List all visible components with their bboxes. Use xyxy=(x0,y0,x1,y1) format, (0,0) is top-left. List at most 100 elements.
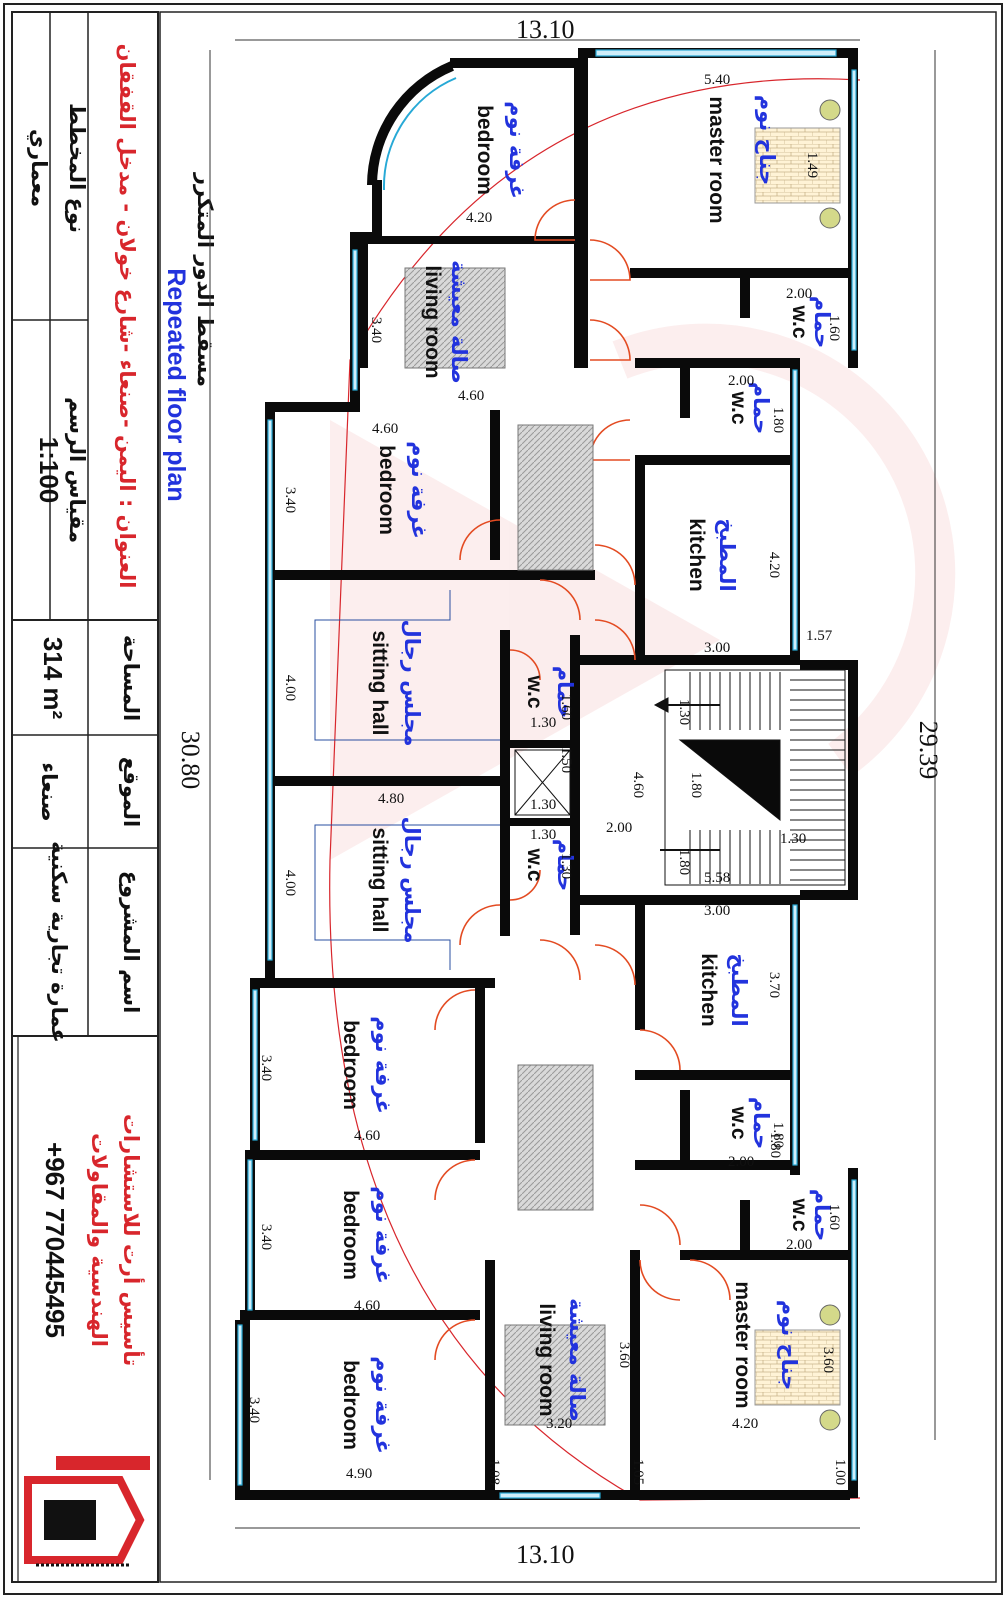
dim-label: 2.00 xyxy=(728,1154,754,1170)
dim-label: 1.30 xyxy=(558,853,574,879)
dimension-labels: 5.40 4.20 2.00 1.60 2.00 1.80 3.40 4.60 4.60 3.40… xyxy=(246,72,848,1485)
dim-label: 5.58 xyxy=(704,870,730,886)
room-10-ar: مجلس رجال xyxy=(400,816,424,943)
room-13-en: w.c xyxy=(727,1105,750,1139)
room-1-ar: غرفة نوم xyxy=(505,101,529,199)
room-6-en: kitchen xyxy=(685,518,708,592)
project-value: عمارة تجارية سكنية xyxy=(47,841,71,1043)
dim-label: 3.40 xyxy=(246,1397,262,1423)
room-0-en: master room xyxy=(705,96,728,223)
dim-label: 3.60 xyxy=(616,1342,632,1368)
dim-label: 4.60 xyxy=(458,388,484,404)
room-labels: جناح نوم master room غرفة نوم bedroom حم… xyxy=(339,95,834,1454)
floor-plan xyxy=(235,48,858,1500)
dim-label: 4.90 xyxy=(346,1466,372,1482)
dim-length-left: 30.80 xyxy=(176,731,205,790)
room-4-ar: حمام xyxy=(749,382,773,435)
interior-walls xyxy=(250,58,850,1490)
dim-label: 1.00 xyxy=(832,1459,848,1485)
location-value: صنعاء xyxy=(37,762,61,821)
dim-label: 1.60 xyxy=(558,694,574,720)
room-16-ar: جناح نوم xyxy=(777,1300,801,1390)
room-1-en: bedroom xyxy=(473,105,496,195)
room-15-en: bedroom xyxy=(339,1190,362,1280)
dim-label: 2.00 xyxy=(728,373,754,389)
dim-label: 1.30 xyxy=(780,831,806,847)
room-2-ar: حمام xyxy=(810,296,834,349)
curved-bay-glass xyxy=(382,77,457,191)
dim-label: 3.40 xyxy=(368,317,384,343)
dim-label: 1.30 xyxy=(676,699,692,725)
room-3-en: living room xyxy=(421,265,444,378)
dim-label: 2.00 xyxy=(786,286,812,302)
drawing-title-en: Repeated floor plan xyxy=(162,268,190,501)
dim-label: 3.00 xyxy=(704,640,730,656)
dim-label: 3.40 xyxy=(258,1224,274,1250)
dim-label: 1.80 xyxy=(688,772,704,798)
room-17-en: living room xyxy=(535,1303,558,1416)
plan-type-label: نوع المخطط xyxy=(65,103,89,233)
room-3-ar: صالة معيشة xyxy=(447,260,471,384)
dim-label: 1.80 xyxy=(676,849,692,875)
dim-label: 4.00 xyxy=(282,870,298,896)
room-5-ar: غرفة نوم xyxy=(407,441,431,539)
dim-label: 1.60 xyxy=(826,315,842,341)
project-label: اسم المشروع xyxy=(119,871,143,1014)
dim-label: 1.49 xyxy=(804,152,820,178)
company-line1: تأسيس أرت للاستشارات xyxy=(119,1114,146,1366)
dim-label: 1.57 xyxy=(806,628,833,644)
dim-label: 1.30 xyxy=(530,797,556,813)
room-15-ar: غرفة نوم xyxy=(371,1186,395,1284)
dim-label: 2.00 xyxy=(786,1237,812,1253)
room-2-en: w.c xyxy=(788,304,811,338)
dim-label: 4.60 xyxy=(630,772,646,798)
room-6-ar: المطبخ xyxy=(715,518,739,591)
dim-width-top: 13.10 xyxy=(516,15,575,44)
room-10-en: sitting hall xyxy=(368,828,391,933)
dim-label: 1.08 xyxy=(486,1459,502,1485)
phone-number: +967 770445495 xyxy=(40,1142,70,1338)
dim-label: 4.20 xyxy=(732,1416,758,1432)
dim-label: 3.40 xyxy=(258,1055,274,1081)
room-4-en: w.c xyxy=(727,390,750,424)
dim-label: 4.20 xyxy=(466,210,492,226)
title-block xyxy=(11,11,159,1583)
room-14-ar: حمام xyxy=(810,1189,834,1242)
room-16-en: master room xyxy=(731,1281,754,1408)
dim-label: 5.40 xyxy=(704,72,730,88)
dim-label: 1.30 xyxy=(530,827,556,843)
majlis-seating xyxy=(314,590,500,970)
room-13-ar: حمام xyxy=(749,1097,773,1150)
room-17-ar: صالة معيشة xyxy=(565,1298,589,1422)
dim-label: 1.80 xyxy=(767,1132,783,1158)
dim-label: 4.00 xyxy=(282,675,298,701)
room-18-en: bedroom xyxy=(339,1360,362,1450)
dim-label: 4.20 xyxy=(766,552,782,578)
dim-label: 2.00 xyxy=(606,820,632,836)
scale-label: مقياس الرسم xyxy=(65,397,89,543)
dim-label: 1.80 xyxy=(770,407,786,433)
dim-label: 1.60 xyxy=(826,1204,842,1230)
room-12-en: bedroom xyxy=(339,1020,362,1110)
dim-label: 3.40 xyxy=(282,487,298,513)
room-9-en: w.c xyxy=(523,847,546,881)
dim-label: 1.30 xyxy=(530,715,556,731)
company-line2: الهندسية والمقاولات xyxy=(87,1133,111,1347)
company-logo xyxy=(24,1456,150,1567)
plan-type-value: معماري xyxy=(26,129,51,207)
beds xyxy=(754,99,841,1431)
dim-label: 4.60 xyxy=(372,421,398,437)
dim-label: 4.60 xyxy=(354,1298,380,1314)
dim-label: 3.70 xyxy=(766,972,782,998)
room-8-ar: حمام xyxy=(553,666,577,719)
room-7-en: sitting hall xyxy=(368,631,391,736)
dim-length-right: 29.39 xyxy=(914,721,943,780)
dim-width-bottom: 13.10 xyxy=(516,1540,575,1569)
overall-dim-lines xyxy=(209,39,936,1529)
dim-label: 3.60 xyxy=(820,1347,836,1373)
elevator-shaft xyxy=(514,749,571,816)
windows xyxy=(237,49,857,1499)
dim-label: 4.80 xyxy=(378,791,404,807)
room-5-en: bedroom xyxy=(375,445,398,535)
room-11-en: kitchen xyxy=(697,953,720,1027)
